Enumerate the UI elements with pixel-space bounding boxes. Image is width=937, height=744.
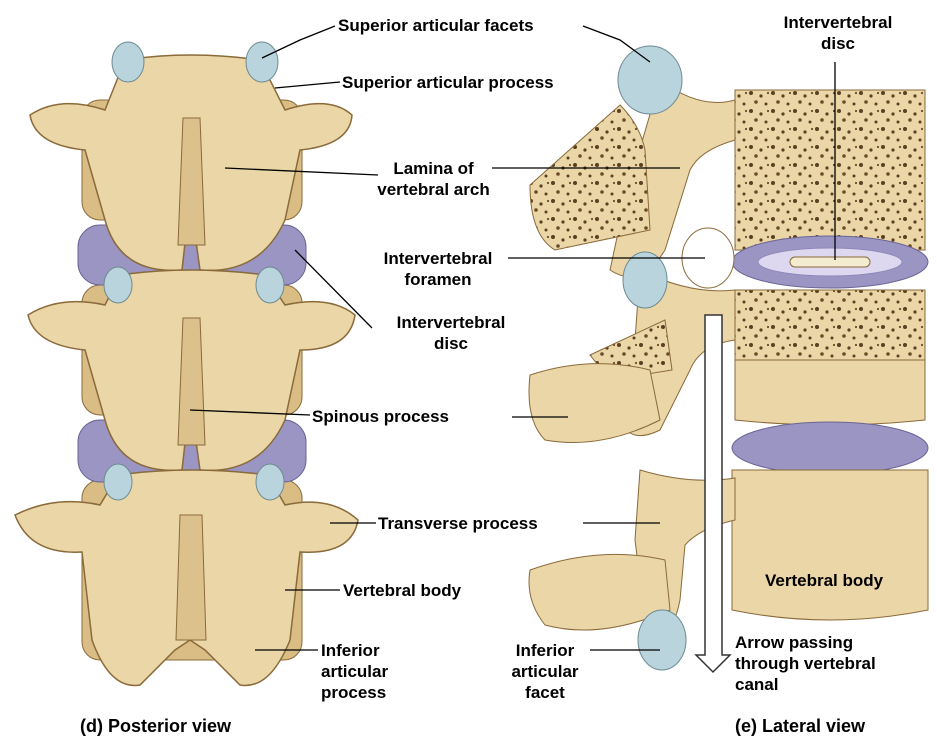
lateral-vertebral-body-3 (732, 470, 928, 620)
posterior-view-illustration (15, 42, 358, 685)
label-inferior-articular-facet: Inferior articular facet (500, 640, 590, 703)
label-superior-articular-facets: Superior articular facets (338, 15, 534, 36)
lateral-disc-2 (732, 422, 928, 474)
lateral-inferior-facet (638, 610, 686, 670)
lateral-vertebral-body-1 (735, 90, 925, 250)
caption-posterior-view: (d) Posterior view (80, 716, 231, 737)
label-inferior-articular-process: Inferior articular process (321, 640, 388, 703)
label-transverse-process: Transverse process (378, 513, 538, 534)
lateral-spinous-process-1 (530, 105, 650, 250)
label-vertebral-body-posterior: Vertebral body (343, 580, 461, 601)
label-lamina-of-vertebral-arch: Lamina of vertebral arch (366, 158, 501, 200)
label-spinous-process: Spinous process (312, 406, 449, 427)
label-intervertebral-foramen: Intervertebral foramen (368, 248, 508, 290)
lateral-superior-facet (618, 46, 682, 114)
label-vertebral-body-lateral: Vertebral body (765, 570, 883, 591)
label-intervertebral-disc-posterior: Intervertebral disc (376, 312, 526, 354)
label-intervertebral-disc-lateral: Intervertebral disc (758, 12, 918, 54)
label-arrow-vertebral-canal: Arrow passing through vertebral canal (735, 632, 876, 695)
label-superior-articular-process: Superior articular process (342, 72, 554, 93)
caption-lateral-view: (e) Lateral view (735, 716, 865, 737)
